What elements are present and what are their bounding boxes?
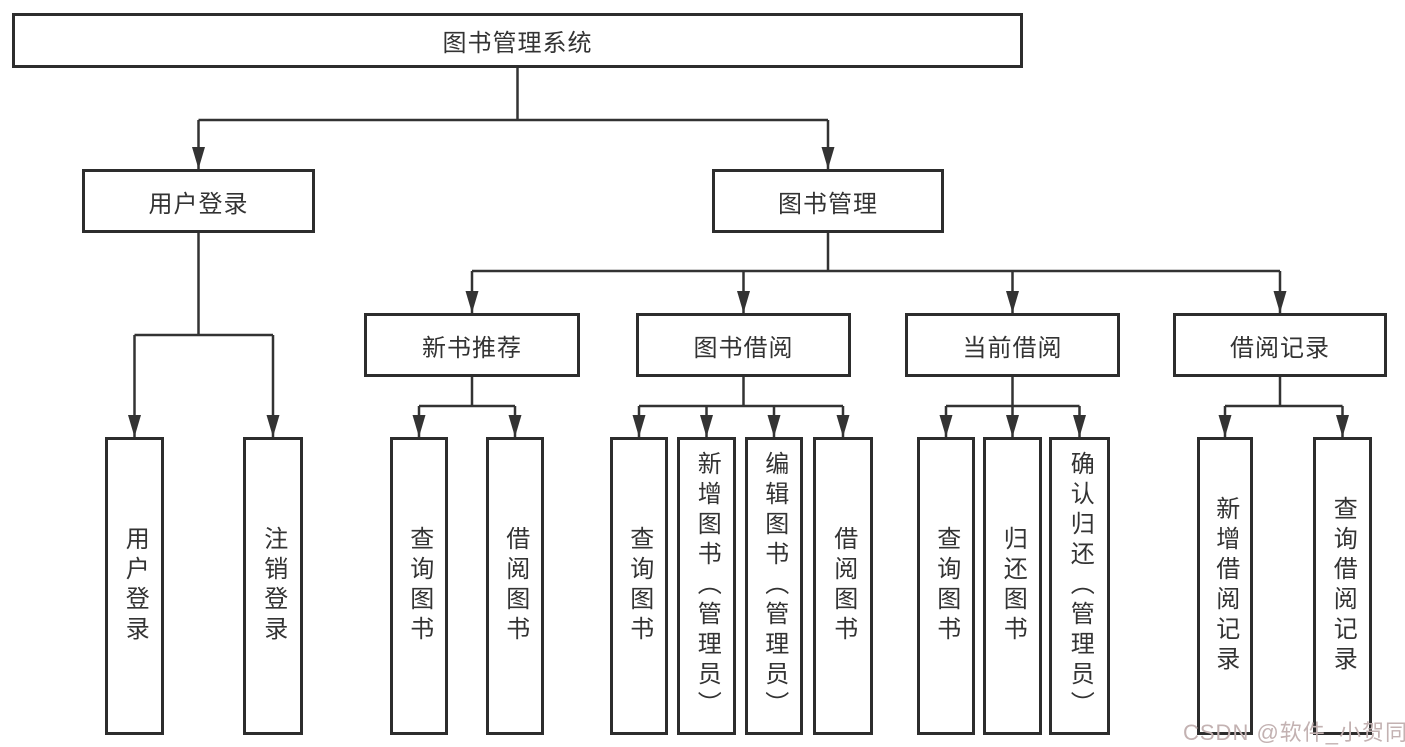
leaf-label: 借阅图书: [501, 526, 529, 646]
leaf-label: 查询图书: [625, 526, 653, 646]
arrow-drops: [128, 120, 1349, 437]
leaf-user-login: 用户登录: [105, 437, 164, 735]
leaf-logout: 注销登录: [243, 437, 303, 735]
leaf-query-books-current: 查询图书: [917, 437, 975, 735]
node-label: 用户登录: [148, 190, 249, 218]
node-label: 图书管理: [778, 190, 878, 218]
leaf-label: 查询借阅记录: [1329, 496, 1357, 676]
leaf-borrow-books: 借阅图书: [813, 437, 873, 735]
tree-branch-lines: [134, 68, 1343, 408]
leaf-edit-books-admin: 编辑图书（管理员）: [745, 437, 803, 735]
leaf-label: 查询图书: [932, 526, 960, 646]
leaf-confirm-return-admin: 确认归还（管理员）: [1049, 437, 1110, 735]
node-label: 借阅记录: [1230, 334, 1330, 362]
leaf-label: 确认归还（管理员）: [1066, 451, 1094, 721]
node-book-management: 图书管理: [712, 169, 944, 233]
node-user-login: 用户登录: [82, 169, 315, 233]
leaf-borrow-books-recommend: 借阅图书: [486, 437, 544, 735]
leaf-add-books-admin: 新增图书（管理员）: [677, 437, 736, 735]
leaf-query-books-borrow: 查询图书: [610, 437, 668, 735]
node-label: 图书管理系统: [442, 30, 593, 57]
leaf-query-borrow-record: 查询借阅记录: [1313, 437, 1372, 735]
node-label: 当前借阅: [962, 334, 1063, 362]
node-label: 新书推荐: [422, 334, 522, 362]
node-label: 图书借阅: [693, 334, 794, 362]
leaf-label: 注销登录: [259, 526, 287, 646]
leaf-label: 归还图书: [999, 526, 1027, 646]
leaf-label: 用户登录: [121, 526, 149, 646]
leaf-label: 查询图书: [405, 526, 433, 646]
node-borrow-records: 借阅记录: [1173, 313, 1387, 377]
leaf-label: 借阅图书: [829, 526, 857, 646]
node-book-borrow: 图书借阅: [636, 313, 851, 377]
leaf-query-books-recommend: 查询图书: [390, 437, 448, 735]
leaf-label: 新增借阅记录: [1211, 496, 1239, 676]
leaf-label: 新增图书（管理员）: [693, 451, 721, 721]
csdn-watermark: CSDN @软件_小贺同学: [1183, 720, 1405, 745]
node-new-book-recommend: 新书推荐: [364, 313, 580, 377]
leaf-add-borrow-record: 新增借阅记录: [1197, 437, 1253, 735]
leaf-return-books: 归还图书: [983, 437, 1042, 735]
leaf-label: 编辑图书（管理员）: [760, 451, 788, 721]
node-library-system: 图书管理系统: [12, 13, 1023, 68]
node-current-borrow: 当前借阅: [905, 313, 1120, 377]
